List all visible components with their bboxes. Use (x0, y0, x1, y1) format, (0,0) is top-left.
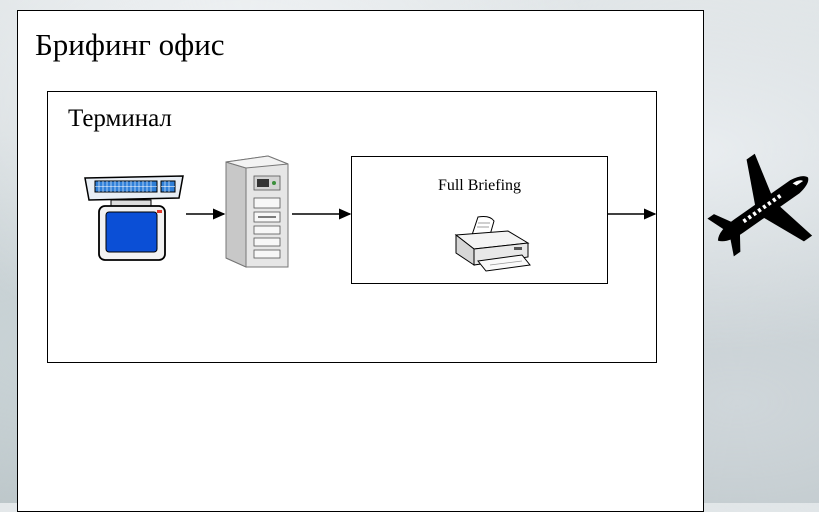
computer-terminal-icon (81, 172, 186, 262)
office-title: Брифинг офис (35, 27, 225, 62)
full-briefing-box: Full Briefing (351, 156, 608, 284)
airplane-icon (703, 152, 819, 264)
full-briefing-label: Full Briefing (437, 177, 522, 194)
briefing-office-panel: Брифинг офис Терминал (17, 10, 704, 512)
terminal-title: Терминал (68, 105, 172, 132)
printer-icon (450, 213, 532, 273)
flow-arrows (48, 92, 668, 292)
tower-server-icon (224, 154, 290, 269)
terminal-panel: Терминал (47, 91, 657, 363)
